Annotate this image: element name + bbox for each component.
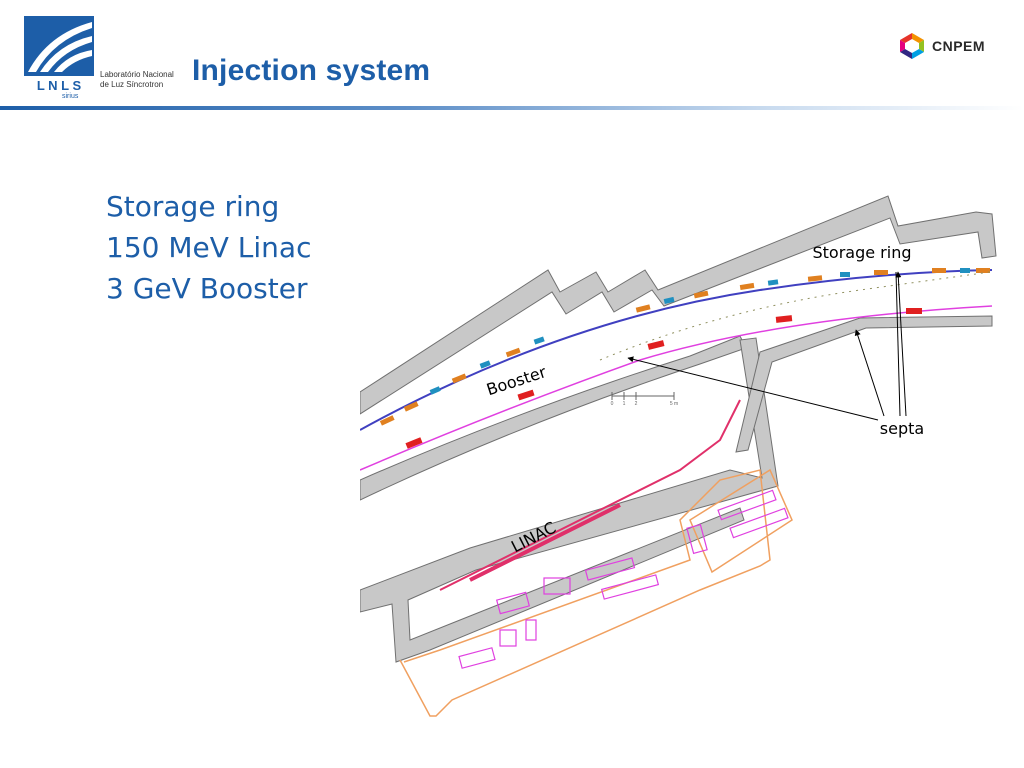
linac-tunnel-wall	[360, 337, 779, 663]
header-divider	[0, 106, 1024, 110]
equipment-racks	[458, 489, 789, 669]
scale-tick-1: 1	[623, 401, 626, 407]
bullet-list: Storage ring 150 MeV Linac 3 GeV Booster	[106, 186, 311, 309]
booster-to-storage-transfer-line	[599, 271, 991, 361]
injection-layout-diagram: 0 1 2 5 m Storage ring Booster septa LIN…	[360, 195, 997, 717]
booster-beamline	[360, 305, 993, 471]
page-title: Injection system	[192, 54, 431, 87]
slide-header: L N L S Laboratório Nacional de Luz Sínc…	[0, 0, 1024, 112]
cnpem-logo: CNPEM	[896, 30, 1006, 62]
klystron-gallery-outline	[399, 469, 771, 717]
lnls-caption-line2: de Luz Síncrotron	[100, 80, 164, 89]
lnls-logo: L N L S	[24, 16, 94, 93]
scale-tick-2: 2	[635, 401, 638, 407]
storage-ring-beamline	[360, 269, 993, 431]
linac-accelerator-section	[469, 503, 621, 582]
sirius-tag: sirius	[62, 93, 79, 100]
septa-arrow-storage-2	[895, 271, 901, 417]
lnls-logo-text: L N L S	[37, 78, 82, 93]
septa-arrow-booster	[627, 356, 879, 421]
lnls-caption-line1: Laboratório Nacional	[100, 70, 174, 79]
lnls-caption: Laboratório Nacional de Luz Síncrotron	[100, 70, 174, 90]
storage-ring-magnets	[379, 268, 990, 426]
bullet-linac: 150 MeV Linac	[106, 231, 312, 264]
booster-magnets	[405, 308, 922, 449]
scale-tick-5m: 5 m	[670, 401, 678, 407]
cnpem-text: CNPEM	[932, 38, 986, 54]
bullet-booster: 3 GeV Booster	[106, 272, 308, 305]
cnpem-emblem-icon	[900, 33, 924, 59]
linac-beamline	[439, 399, 741, 591]
storage-ring-outer-wall	[360, 195, 997, 415]
scale-tick-0: 0	[611, 401, 614, 407]
scale-bar: 0 1 2 5 m	[611, 392, 678, 407]
septa-arrow-transfer	[854, 329, 885, 417]
label-septa: septa	[880, 419, 924, 438]
label-storage-ring: Storage ring	[812, 243, 911, 262]
septa-arrow-storage-1	[895, 271, 907, 417]
modulator-room-outline	[689, 468, 793, 574]
label-booster: Booster	[484, 362, 549, 399]
transfer-line-wall	[735, 315, 993, 453]
inner-shield-wall	[360, 335, 747, 501]
bullet-storage-ring: Storage ring	[106, 190, 280, 223]
